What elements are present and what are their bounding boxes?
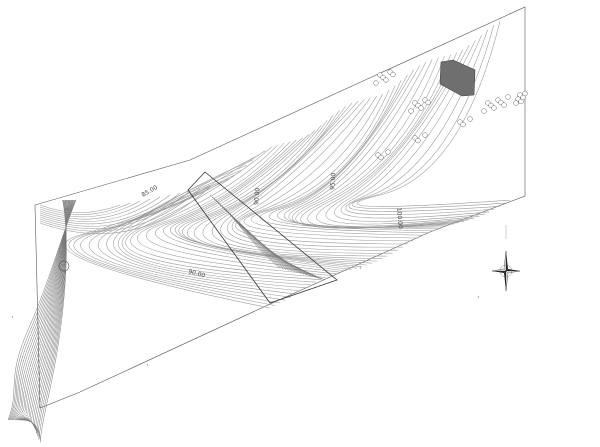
tree-icon [418, 105, 424, 111]
contour-line [300, 56, 465, 229]
valley-contour [39, 186, 211, 234]
tree-icon [408, 108, 414, 114]
tree-icon [518, 98, 524, 105]
contour-lines [64, 20, 511, 309]
contour-line [288, 61, 449, 228]
contour-label-90-mid: 90.00 [253, 187, 261, 205]
contour-line [187, 114, 373, 264]
contour-line [202, 105, 383, 259]
valley-contour [39, 204, 121, 213]
contour-line [106, 164, 301, 292]
marker-circle [58, 260, 70, 272]
valley-contour [39, 196, 161, 222]
contour-line [170, 134, 352, 270]
valley-contour [19, 199, 67, 425]
valley-contour [18, 199, 68, 421]
tree-icon [460, 121, 466, 128]
contour-line [352, 24, 505, 209]
contour-line [98, 170, 296, 295]
contour-line [250, 85, 424, 236]
contour-line [125, 146, 322, 280]
contour-line [232, 98, 403, 248]
contour-line [145, 141, 337, 275]
tree-icon [501, 102, 507, 108]
contour-line [64, 184, 271, 309]
contour-line [348, 29, 500, 212]
contour-label-100: 100.00 [395, 208, 404, 230]
tree-icon [378, 154, 384, 161]
tree-icon [422, 132, 428, 138]
valley-contour [23, 199, 67, 440]
valley-contour [39, 198, 151, 220]
valley-contour [14, 199, 72, 421]
tree-icon [467, 116, 473, 122]
tree-icon [373, 80, 379, 86]
valley-contours [7, 186, 211, 443]
contour-line [118, 154, 311, 286]
tree-icon [513, 100, 519, 106]
valley-contour [39, 188, 201, 232]
north-arrow-icon [491, 225, 521, 292]
contour-label-85: 85.00 [141, 184, 160, 199]
contour-line [316, 52, 475, 227]
valley-contour [39, 202, 131, 215]
contour-line [182, 119, 368, 266]
tree-icon [415, 137, 421, 144]
contour-line [137, 142, 332, 276]
tree-icon [390, 71, 396, 78]
tree-icon [481, 108, 487, 114]
tree-icon [505, 94, 511, 100]
contour-line [68, 183, 276, 306]
valley-contour [23, 199, 67, 437]
contour-line [155, 139, 342, 273]
tree-clusters [373, 69, 528, 161]
contour-line [113, 159, 306, 289]
contour-line [357, 20, 511, 207]
contour-line [291, 59, 454, 228]
contour-line [227, 99, 398, 251]
contour-line [307, 54, 470, 228]
tree-icon [385, 149, 391, 155]
contour-label-90-left: 90.00 [187, 268, 206, 279]
tree-icon [425, 99, 431, 106]
valley-contour [39, 194, 171, 225]
contour-line [283, 65, 444, 228]
parcel-contours [209, 194, 326, 281]
valley-contour [7, 199, 77, 421]
contour-label-95: 95.00 [329, 172, 337, 190]
contour-line [334, 45, 485, 222]
site-boundary [34, 6, 526, 409]
contour-line [121, 150, 317, 283]
tree-icon [383, 77, 389, 83]
valley-contour [15, 199, 70, 421]
contour-line [277, 69, 439, 229]
valley-contour [39, 190, 191, 229]
contour-line [238, 93, 414, 242]
valley-contour [12, 199, 73, 421]
contour-line [235, 96, 408, 245]
valley-contour [24, 199, 67, 443]
contour-line [211, 103, 388, 257]
contour-line [130, 144, 327, 278]
contour-line [325, 49, 480, 225]
contour-line [243, 89, 419, 239]
valley-contour [39, 192, 181, 227]
contour-line [340, 40, 490, 219]
contour-line [345, 35, 495, 215]
parcel-outline [187, 171, 338, 304]
tree-icon [491, 105, 497, 111]
contour-line [88, 174, 291, 298]
parcel-contour [239, 224, 326, 281]
contour-line [259, 80, 429, 234]
valley-contour [39, 200, 141, 218]
contour-line [163, 137, 347, 272]
scatter-marks [11, 266, 480, 367]
contour-line [220, 101, 393, 254]
building-icon [439, 59, 476, 97]
contour-line [175, 130, 357, 269]
